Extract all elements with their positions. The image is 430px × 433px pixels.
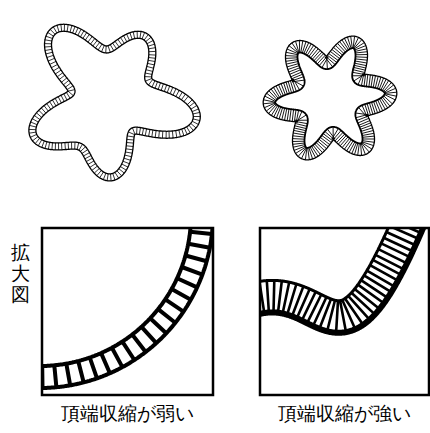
apical-surface — [260, 228, 425, 333]
basal-surface — [42, 228, 213, 388]
apical-surface — [42, 228, 191, 366]
caption-strong: 頂端収縮が強い — [278, 402, 411, 425]
basal-surface — [29, 24, 200, 181]
vertical-label: 拡大図 — [11, 242, 30, 305]
strong-closeup-band — [260, 228, 425, 333]
apical-surface — [36, 31, 193, 174]
weak-constriction-sheet — [29, 24, 200, 181]
caption-weak: 頂端収縮が弱い — [61, 402, 194, 425]
strong-constriction-sheet — [263, 36, 397, 160]
cell-boundary — [263, 36, 396, 160]
basal-surface — [263, 36, 397, 160]
apical-surface — [275, 48, 385, 148]
closeup-frame — [42, 228, 213, 395]
basal-surface — [260, 228, 395, 301]
cell-boundary — [29, 24, 200, 181]
closeup-frame — [260, 228, 429, 395]
weak-closeup-band — [42, 228, 213, 388]
